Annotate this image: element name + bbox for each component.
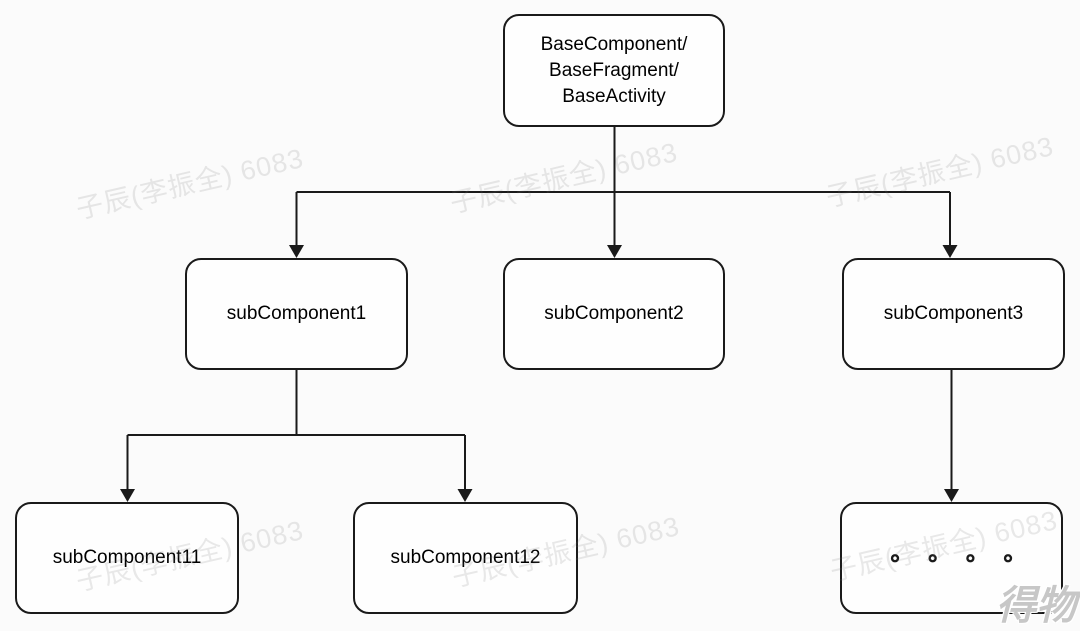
node-ellipsis: ∘ ∘ ∘ ∘ [840, 502, 1063, 614]
node-subcomponent2: subComponent2 [503, 258, 725, 370]
node-subcomponent12: subComponent12 [353, 502, 578, 614]
node-label-line: BaseActivity [562, 85, 666, 107]
node-label: subComponent2 [544, 303, 684, 324]
node-subcomponent11: subComponent11 [15, 502, 239, 614]
node-label: subComponent3 [883, 303, 1024, 324]
arrowheads [120, 245, 959, 502]
node-subcomponent1: subComponent1 [185, 258, 408, 370]
ellipsis-dots-icon: ∘ ∘ ∘ ∘ [887, 544, 1024, 572]
node-label: subComponent12 [390, 547, 541, 568]
node-base-component: BaseComponent/ BaseFragment/ BaseActivit… [503, 14, 725, 127]
node-label: subComponent11 [52, 547, 202, 568]
node-label-line: BaseFragment/ [549, 59, 679, 81]
node-subcomponent3: subComponent3 [842, 258, 1065, 370]
node-label: subComponent1 [226, 303, 367, 324]
node-label-line: BaseComponent/ [540, 33, 688, 55]
